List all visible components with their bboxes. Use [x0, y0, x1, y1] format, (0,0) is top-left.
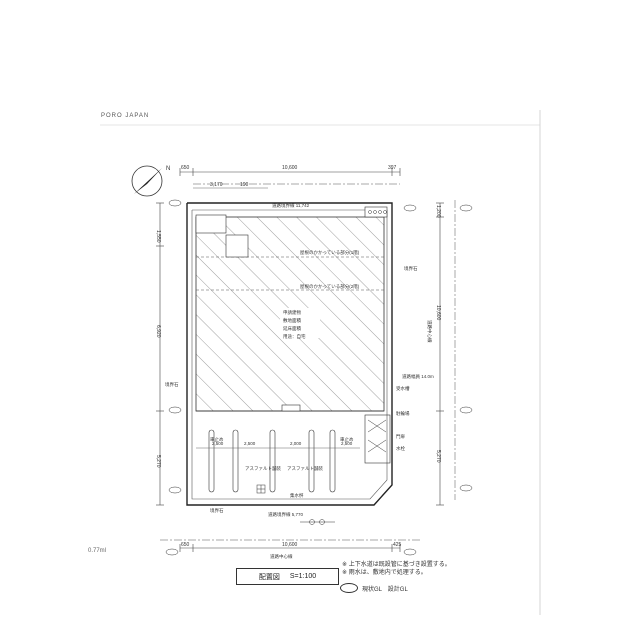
svg-text:延床面積: 延床面積: [283, 325, 301, 332]
side-note: 0.77ml: [88, 548, 107, 554]
svg-text:2,000: 2,000: [290, 441, 302, 446]
svg-text:敷地面積: 敷地面積: [283, 317, 301, 324]
building-info: 申請建物 敷地面積 延床面積 用途：自宅: [280, 308, 320, 340]
entry-rooms: [195, 206, 388, 258]
hatch-label-1: 屋根のかかっている部分(1階): [300, 249, 360, 256]
road-center-right-label: 道路中心線: [426, 320, 433, 343]
bike-parking: 駐輪場 門扉 水栓 受水槽: [364, 385, 410, 464]
parking-area: 2,500 2,500 2,000 2,500 車止め 車止め アスファルト舗装…: [196, 404, 384, 499]
dimension-left: 1,550 6,920 5,270: [155, 202, 164, 506]
svg-text:10,600: 10,600: [435, 305, 441, 321]
road-width-label: 道路幅員 14.0m: [402, 373, 434, 380]
svg-text:車止め: 車止め: [210, 436, 224, 443]
svg-text:1,550: 1,550: [155, 230, 161, 243]
svg-text:190: 190: [240, 182, 249, 188]
svg-text:集水桝: 集水桝: [290, 492, 304, 499]
note-2: ※ 雨水は、敷地内で処理する。: [342, 570, 427, 576]
svg-text:駐輪場: 駐輪場: [396, 410, 410, 417]
svg-text:3,170: 3,170: [210, 182, 223, 188]
dimension-right: 1,200 10,600 5,270: [435, 202, 444, 506]
svg-text:2,500: 2,500: [212, 441, 224, 446]
svg-text:6,920: 6,920: [155, 325, 161, 338]
gl-legend-label: 現状GL 設計GL: [362, 586, 408, 593]
dimension-top: 650 10,600 397 3,170 190: [179, 165, 401, 189]
svg-text:10,600: 10,600: [282, 165, 298, 171]
svg-text:N: N: [166, 166, 170, 172]
svg-text:2,500: 2,500: [244, 441, 256, 446]
svg-text:650: 650: [181, 542, 190, 548]
svg-text:425: 425: [393, 542, 402, 548]
boundary-label-1: 境界石: [404, 265, 418, 272]
boundary-label-3: 境界石: [210, 507, 224, 514]
dimension-bottom: 650 10,600 425 道路中心線: [179, 542, 402, 560]
gl-oval-icon: [340, 583, 358, 593]
gl-markers: [165, 199, 473, 556]
note-1: ※ 上下水道は既設管に基づき設置する。: [342, 562, 451, 568]
svg-text:5,270: 5,270: [435, 450, 441, 463]
road-edge-top-label: 道路境界線 11,742: [272, 202, 310, 209]
entry-gate: [300, 519, 335, 525]
drawing-name: 配置図: [258, 573, 280, 581]
north-arrow-icon: N: [131, 165, 170, 197]
drawing-notes: ※ 上下水道は既設管に基づき設置する。 ※ 雨水は、敷地内で処理する。: [342, 561, 451, 577]
svg-text:アスファルト舗装: アスファルト舗装: [245, 465, 281, 472]
gl-legend: 現状GL 設計GL: [340, 583, 408, 593]
svg-text:道路中心線: 道路中心線: [270, 553, 293, 560]
svg-text:用途：自宅: 用途：自宅: [283, 333, 306, 340]
svg-text:門扉: 門扉: [396, 433, 405, 440]
hatch-label-2: 屋根のかかっている部分(2階): [300, 283, 360, 290]
site-boundary: [186, 202, 393, 506]
road-edge-bottom-label: 道路境界線 5,770: [268, 511, 304, 518]
drawing-title: 配置図 S=1:100: [236, 568, 339, 585]
drawing-scale: S=1:100: [289, 573, 317, 580]
svg-text:2,500: 2,500: [341, 441, 353, 446]
svg-text:アスファルト舗装: アスファルト舗装: [287, 465, 323, 472]
svg-text:受水槽: 受水槽: [396, 385, 410, 392]
svg-text:車止め: 車止め: [340, 436, 354, 443]
svg-text:5,270: 5,270: [155, 455, 161, 468]
svg-text:650: 650: [181, 165, 190, 171]
svg-text:水栓: 水栓: [396, 445, 405, 452]
svg-text:10,600: 10,600: [282, 542, 298, 548]
svg-text:397: 397: [388, 165, 397, 171]
company-header: PORO JAPAN: [101, 113, 150, 119]
svg-text:申請建物: 申請建物: [283, 309, 301, 316]
boundary-label-2: 境界石: [165, 381, 179, 388]
svg-text:1,200: 1,200: [435, 205, 441, 218]
